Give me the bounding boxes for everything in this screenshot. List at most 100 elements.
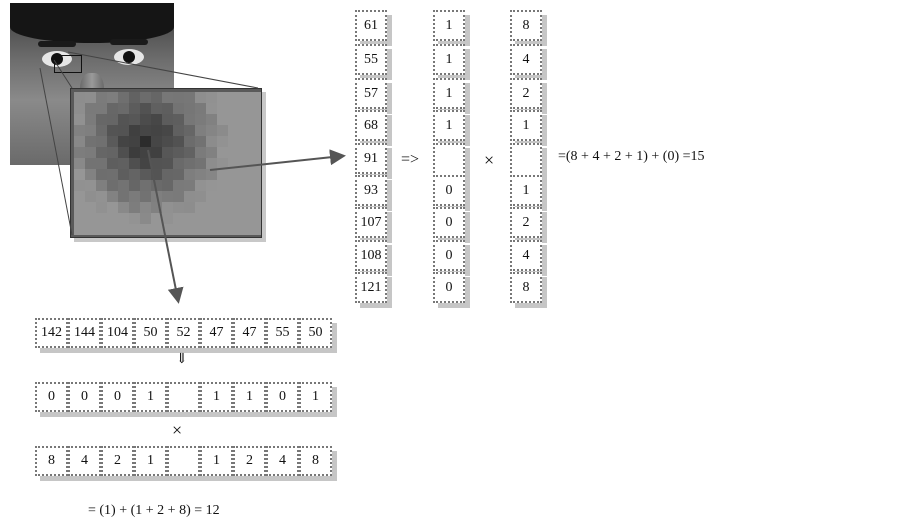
zoom-grid-cell bbox=[129, 103, 140, 114]
implies-symbol-horizontal: ⇓ bbox=[176, 352, 188, 367]
horizontal-binary-cell-empty bbox=[167, 382, 200, 412]
zoom-grid-cell bbox=[96, 224, 107, 235]
zoom-line-top bbox=[67, 51, 259, 89]
vertical-binary-cell: 0 bbox=[433, 207, 465, 238]
zoom-grid-cell bbox=[184, 136, 195, 147]
zoom-grid-cell bbox=[195, 103, 206, 114]
zoom-grid-cell bbox=[206, 103, 217, 114]
zoom-grid-cell bbox=[118, 114, 129, 125]
zoom-grid-cell bbox=[140, 147, 151, 158]
zoom-grid-cell bbox=[250, 158, 261, 169]
zoom-grid-cell bbox=[151, 180, 162, 191]
zoom-grid-cell bbox=[151, 125, 162, 136]
multiply-symbol-vertical: × bbox=[484, 150, 495, 170]
zoom-grid-cell bbox=[228, 180, 239, 191]
zoom-grid-cell bbox=[217, 103, 228, 114]
zoom-grid-cell bbox=[173, 125, 184, 136]
vertical-weight-cell: 8 bbox=[510, 10, 542, 41]
zoom-grid-cell bbox=[195, 180, 206, 191]
horizontal-pixel-cell-center: 52 bbox=[167, 318, 200, 348]
arrow-to-horizontal bbox=[147, 149, 184, 304]
zoom-grid-cell bbox=[217, 224, 228, 235]
left-eyebrow bbox=[38, 41, 76, 47]
vertical-pixel-cell: 121 bbox=[355, 272, 387, 303]
zoom-grid-cell bbox=[151, 169, 162, 180]
zoom-grid-cell bbox=[217, 158, 228, 169]
horizontal-binary-cell: 0 bbox=[101, 382, 134, 412]
zoom-grid-cell bbox=[129, 147, 140, 158]
zoom-grid-cell bbox=[118, 224, 129, 235]
zoom-grid-cell bbox=[228, 169, 239, 180]
zoom-grid-cell bbox=[184, 92, 195, 103]
vertical-binary-cell: 0 bbox=[433, 240, 465, 271]
zoom-grid-cell bbox=[140, 224, 151, 235]
zoom-grid-cell bbox=[96, 103, 107, 114]
zoom-grid-cell bbox=[239, 169, 250, 180]
zoom-grid-cell bbox=[228, 147, 239, 158]
zoom-grid-cell bbox=[184, 202, 195, 213]
zoom-grid-cell bbox=[118, 147, 129, 158]
vertical-pixel-cell: 57 bbox=[355, 78, 387, 109]
zoom-grid-cell bbox=[195, 136, 206, 147]
zoom-grid-cell bbox=[85, 136, 96, 147]
zoom-grid-cell bbox=[184, 224, 195, 235]
zoom-grid-cell bbox=[228, 191, 239, 202]
vertical-weight-cell: 2 bbox=[510, 78, 542, 109]
zoom-grid-cell bbox=[239, 147, 250, 158]
zoom-grid-cell bbox=[151, 202, 162, 213]
zoom-grid-cell bbox=[107, 169, 118, 180]
zoom-grid-cell bbox=[195, 92, 206, 103]
zoom-grid-cell bbox=[206, 180, 217, 191]
zoom-grid-cell bbox=[195, 147, 206, 158]
zoom-grid-cell bbox=[195, 202, 206, 213]
zoom-grid-cell bbox=[85, 147, 96, 158]
zoom-grid-cell bbox=[74, 213, 85, 224]
zoom-grid-cell bbox=[129, 224, 140, 235]
vertical-binary-cell: 1 bbox=[433, 44, 465, 75]
zoom-grid-cell bbox=[173, 202, 184, 213]
vertical-pixel-cell: 108 bbox=[355, 240, 387, 271]
zoom-grid-cell bbox=[74, 136, 85, 147]
zoom-grid-cell bbox=[184, 191, 195, 202]
zoom-grid-cell bbox=[129, 202, 140, 213]
zoom-grid-cell bbox=[118, 92, 129, 103]
zoom-grid-cell bbox=[228, 136, 239, 147]
zoom-grid-cell bbox=[140, 136, 151, 147]
zoom-grid-cell bbox=[151, 92, 162, 103]
zoom-grid-cell bbox=[129, 158, 140, 169]
zoom-grid-cell bbox=[162, 147, 173, 158]
zoom-grid-cell bbox=[107, 224, 118, 235]
zoom-grid-cell bbox=[250, 147, 261, 158]
zoom-grid-cell bbox=[206, 213, 217, 224]
zoom-grid-cell bbox=[250, 224, 261, 235]
zoom-grid-cell bbox=[85, 158, 96, 169]
zoom-grid-cell bbox=[206, 158, 217, 169]
zoom-grid-cell bbox=[107, 180, 118, 191]
zoom-grid-cell bbox=[162, 158, 173, 169]
zoom-grid-cell bbox=[217, 92, 228, 103]
zoom-grid-cell bbox=[96, 202, 107, 213]
zoom-grid-cell bbox=[162, 213, 173, 224]
zoom-grid-cell bbox=[239, 191, 250, 202]
zoom-grid-cell bbox=[140, 169, 151, 180]
zoom-grid-cell bbox=[206, 169, 217, 180]
zoom-grid-cell bbox=[173, 169, 184, 180]
zoom-grid-cell bbox=[107, 92, 118, 103]
zoom-grid-cell bbox=[184, 213, 195, 224]
zoom-grid-cell bbox=[250, 213, 261, 224]
horizontal-binary-cell: 1 bbox=[200, 382, 233, 412]
zoom-grid-cell bbox=[250, 169, 261, 180]
zoom-grid-cell bbox=[129, 213, 140, 224]
zoom-grid-cell bbox=[195, 224, 206, 235]
zoom-grid-cell bbox=[151, 136, 162, 147]
zoom-grid-cell bbox=[217, 147, 228, 158]
horizontal-weight-cell: 1 bbox=[134, 446, 167, 476]
zoom-grid-cell bbox=[206, 191, 217, 202]
zoom-grid-cell bbox=[239, 202, 250, 213]
zoom-grid-cell bbox=[129, 180, 140, 191]
zoom-grid-cell bbox=[96, 136, 107, 147]
zoom-grid-cell bbox=[184, 180, 195, 191]
zoom-grid-cell bbox=[206, 202, 217, 213]
zoom-grid-cell bbox=[140, 125, 151, 136]
